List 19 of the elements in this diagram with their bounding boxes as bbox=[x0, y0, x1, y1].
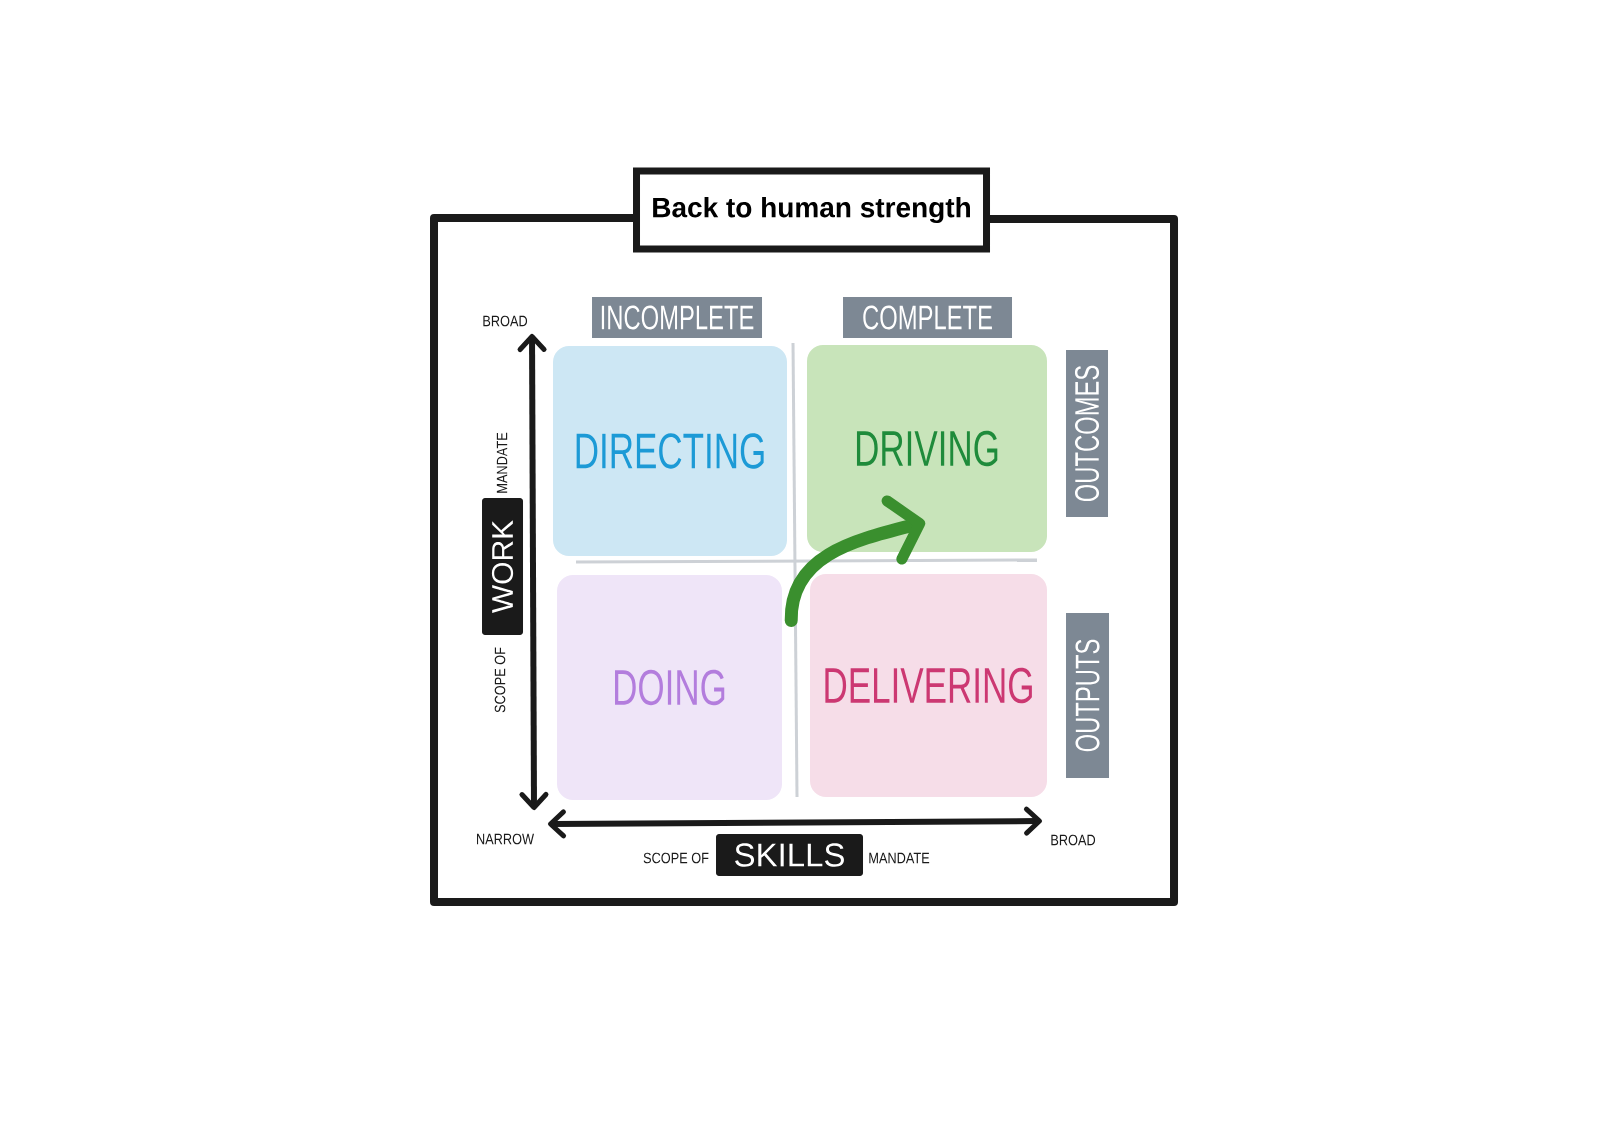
axis-label: MANDATE bbox=[496, 432, 508, 493]
axis-label: MANDATE bbox=[869, 852, 930, 864]
column-header: INCOMPLETE bbox=[592, 297, 762, 338]
axis-title-box: SKILLS bbox=[716, 834, 863, 876]
axis-title-box: WORK bbox=[482, 498, 523, 635]
row-header: OUTCOMES bbox=[1066, 350, 1108, 517]
axis-end-label: NARROW bbox=[477, 833, 534, 845]
axis-label: SCOPE OF bbox=[494, 647, 506, 713]
quadrant-box: DELIVERING bbox=[810, 574, 1047, 797]
quadrant-box: DIRECTING bbox=[553, 346, 787, 556]
column-header: COMPLETE bbox=[843, 297, 1012, 338]
quadrant-box: DOING bbox=[557, 575, 782, 800]
axis-label: SCOPE OF bbox=[643, 852, 709, 864]
row-header: OUTPUTS bbox=[1066, 613, 1109, 778]
title-box: Back to human strength bbox=[633, 167, 990, 253]
quadrant-box: DRIVING bbox=[807, 345, 1047, 552]
arrow bbox=[784, 495, 926, 627]
axis-end-label: BROAD bbox=[1051, 834, 1096, 846]
axis-end-label: BROAD bbox=[483, 315, 528, 327]
